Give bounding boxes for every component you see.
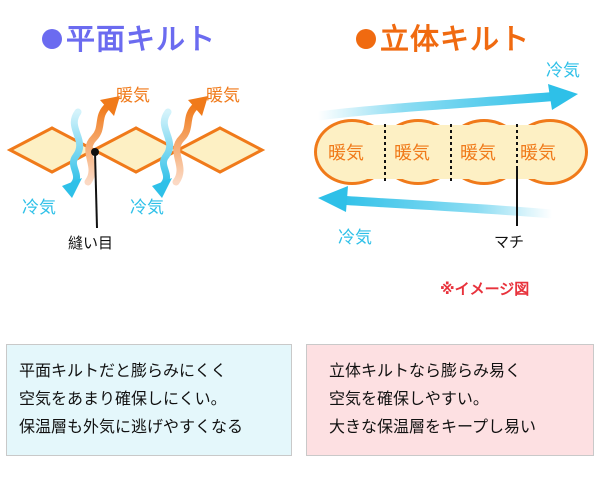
stitch-label: 縫い目 bbox=[68, 234, 113, 252]
quilt-cell bbox=[174, 126, 266, 174]
puffy-description-line: 立体キルトなら膨らみ易く bbox=[329, 361, 522, 380]
puffy-quilt-title-text: 立体キルト bbox=[380, 22, 531, 56]
puffy-description-line: 空気を確保しやすい。 bbox=[329, 389, 489, 408]
puffy-quilt: 暖気 暖気 暖気 暖気 冷気 冷気 マチ bbox=[313, 61, 588, 251]
puffy-quilt-description-box: 立体キルトなら膨らみ易く 空気を確保しやすい。 大きな保温層をキープし易い bbox=[306, 344, 594, 456]
flat-description-line: 保温層も外気に逃げやすくなる bbox=[19, 417, 244, 436]
cold-air-arrow-icon bbox=[313, 84, 578, 121]
bullet-icon bbox=[356, 29, 376, 49]
cold-air-arrow-icon bbox=[318, 186, 557, 219]
warm-label-1: 暖気 bbox=[116, 86, 150, 106]
cold-air-arrow-icon bbox=[62, 108, 84, 198]
stitch-leader-line bbox=[94, 151, 98, 229]
cold-air-arrow-icon bbox=[152, 108, 174, 198]
flat-quilt-title-text: 平面キルト bbox=[66, 22, 217, 56]
chamber-warm-label-2: 暖気 bbox=[394, 143, 430, 164]
warm-label-2: 暖気 bbox=[206, 86, 240, 106]
chamber-warm-label-3: 暖気 bbox=[460, 143, 496, 164]
puffy-quilt-title: 立体キルト bbox=[356, 16, 530, 58]
warm-air-arrow-icon bbox=[172, 96, 208, 186]
chamber-warm-label-4: 暖気 bbox=[520, 143, 556, 164]
cold-label-bottom: 冷気 bbox=[338, 228, 372, 248]
warm-air-arrow-icon bbox=[84, 96, 120, 186]
cold-label-top: 冷気 bbox=[546, 61, 580, 81]
image-note: ※イメージ図 bbox=[440, 280, 530, 298]
gusset-label: マチ bbox=[494, 233, 524, 251]
puffy-description-line: 大きな保温層をキープし易い bbox=[329, 417, 537, 436]
flat-description-line: 平面キルトだと膨らみにくく bbox=[19, 361, 227, 380]
flat-quilt: 暖気 暖気 冷気 冷気 縫い目 bbox=[6, 86, 266, 252]
chamber-warm-label-1: 暖気 bbox=[328, 143, 364, 164]
bullet-icon bbox=[42, 29, 62, 49]
cold-label-1: 冷気 bbox=[22, 198, 56, 218]
flat-description-line: 空気をあまり確保しにくい。 bbox=[19, 389, 227, 408]
cold-label-2: 冷気 bbox=[130, 198, 164, 218]
flat-quilt-title: 平面キルト bbox=[42, 16, 216, 58]
flat-quilt-description-box: 平面キルトだと膨らみにくく 空気をあまり確保しにくい。 保温層も外気に逃げやすく… bbox=[6, 344, 292, 456]
